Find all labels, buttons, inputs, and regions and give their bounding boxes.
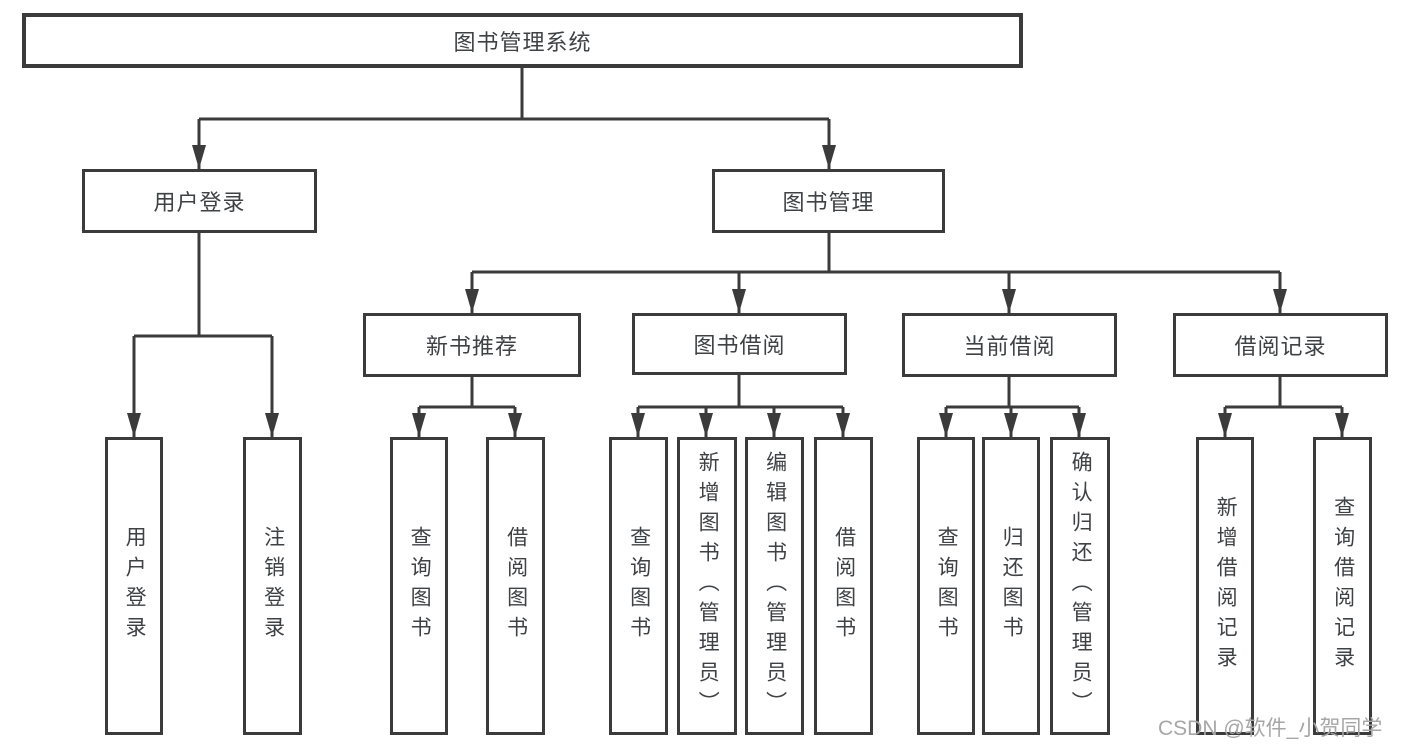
node-label: 图书借阅 <box>693 333 786 358</box>
node-label: 图书管理 <box>782 190 875 215</box>
node-current-borrow: 当前借阅 <box>902 313 1117 377</box>
node-label: 编辑图书（管理员） <box>763 451 787 721</box>
node-library-system: 图书管理系统 <box>22 13 1023 68</box>
node-label: 确认归还（管理员） <box>1069 451 1093 721</box>
node-book-borrow: 图书借阅 <box>632 313 847 375</box>
leaf-borrow-books-recommend: 借阅图书 <box>486 437 545 735</box>
node-label: 查询图书 <box>627 526 651 646</box>
node-label: 当前借阅 <box>963 334 1056 359</box>
node-label: 归还图书 <box>1000 526 1024 646</box>
leaf-borrow-books: 借阅图书 <box>814 437 873 735</box>
node-label: 图书管理系统 <box>453 29 592 55</box>
node-book-management: 图书管理 <box>712 169 945 233</box>
node-label: 新书推荐 <box>425 334 518 359</box>
leaf-confirm-return-admin: 确认归还（管理员） <box>1050 437 1110 735</box>
leaf-add-book-admin: 新增图书（管理员） <box>677 437 737 735</box>
leaf-add-borrow-record: 新增借阅记录 <box>1196 437 1254 735</box>
node-new-book-recommend: 新书推荐 <box>363 313 581 377</box>
leaf-query-books-recommend: 查询图书 <box>390 437 448 735</box>
leaf-edit-book-admin: 编辑图书（管理员） <box>745 437 804 735</box>
leaf-logout: 注销登录 <box>243 437 302 735</box>
node-label: 借阅图书 <box>504 526 528 646</box>
node-label: 查询图书 <box>408 526 432 646</box>
node-label: 借阅图书 <box>832 526 856 646</box>
node-label: 查询图书 <box>935 526 959 646</box>
node-label: 用户登录 <box>123 526 147 646</box>
node-label: 注销登录 <box>261 526 285 646</box>
leaf-user-login: 用户登录 <box>105 437 163 735</box>
node-label: 查询借阅记录 <box>1331 496 1355 676</box>
node-label: 借阅记录 <box>1234 334 1327 359</box>
node-label: 新增图书（管理员） <box>696 451 720 721</box>
node-user-login: 用户登录 <box>82 169 317 233</box>
watermark: CSDN @软件_小贺同学 <box>1158 717 1383 740</box>
leaf-return-book: 归还图书 <box>982 437 1040 735</box>
node-label: 新增借阅记录 <box>1214 496 1238 676</box>
node-label: 用户登录 <box>153 190 246 215</box>
node-borrow-records: 借阅记录 <box>1173 313 1388 377</box>
leaf-query-borrow-record: 查询借阅记录 <box>1313 437 1372 735</box>
leaf-query-books-borrow: 查询图书 <box>609 437 668 735</box>
leaf-query-books-current: 查询图书 <box>917 437 975 735</box>
